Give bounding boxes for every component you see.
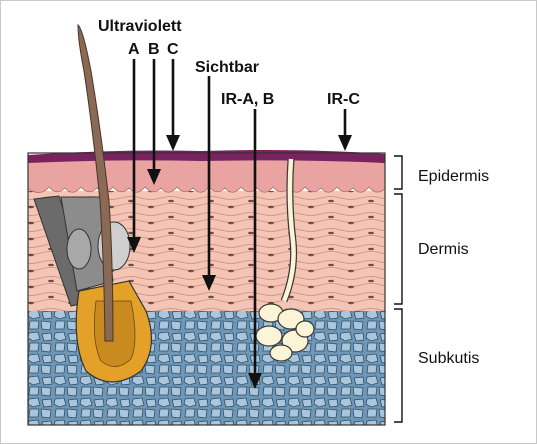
uv-c-arrowhead xyxy=(166,135,180,151)
uv-a-label: A xyxy=(128,41,140,58)
hair-shaft xyxy=(77,23,114,342)
skin-block-outline xyxy=(27,152,386,426)
sweat-gland-coil xyxy=(255,303,315,362)
follicle-inner xyxy=(93,300,136,367)
uv-c-label: C xyxy=(167,41,179,58)
epidermis-label: Epidermis xyxy=(418,168,489,185)
subkutis-bracket xyxy=(394,308,403,423)
sweat-duct-inner xyxy=(281,158,296,302)
ir-ab-arrowhead xyxy=(248,373,262,389)
dermis-label: Dermis xyxy=(418,241,469,258)
epidermis-layer xyxy=(27,158,386,193)
uv-a-arrowhead xyxy=(127,237,141,253)
uv-b-arrowhead xyxy=(147,169,161,185)
epidermis-bracket xyxy=(394,155,403,190)
uv-title-label: Ultraviolett xyxy=(98,18,182,35)
dermis-bracket xyxy=(394,193,403,305)
visible-label: Sichtbar xyxy=(195,59,259,76)
visible-arrowhead xyxy=(202,275,216,291)
uv-b-label: B xyxy=(148,41,160,58)
ir-c-arrowhead xyxy=(338,135,352,151)
ir-c-label: IR-C xyxy=(327,91,360,108)
sebaceous-gland-2 xyxy=(66,228,92,270)
subkutis-label: Subkutis xyxy=(418,350,479,367)
ir-ab-label: IR-A, B xyxy=(221,91,274,108)
